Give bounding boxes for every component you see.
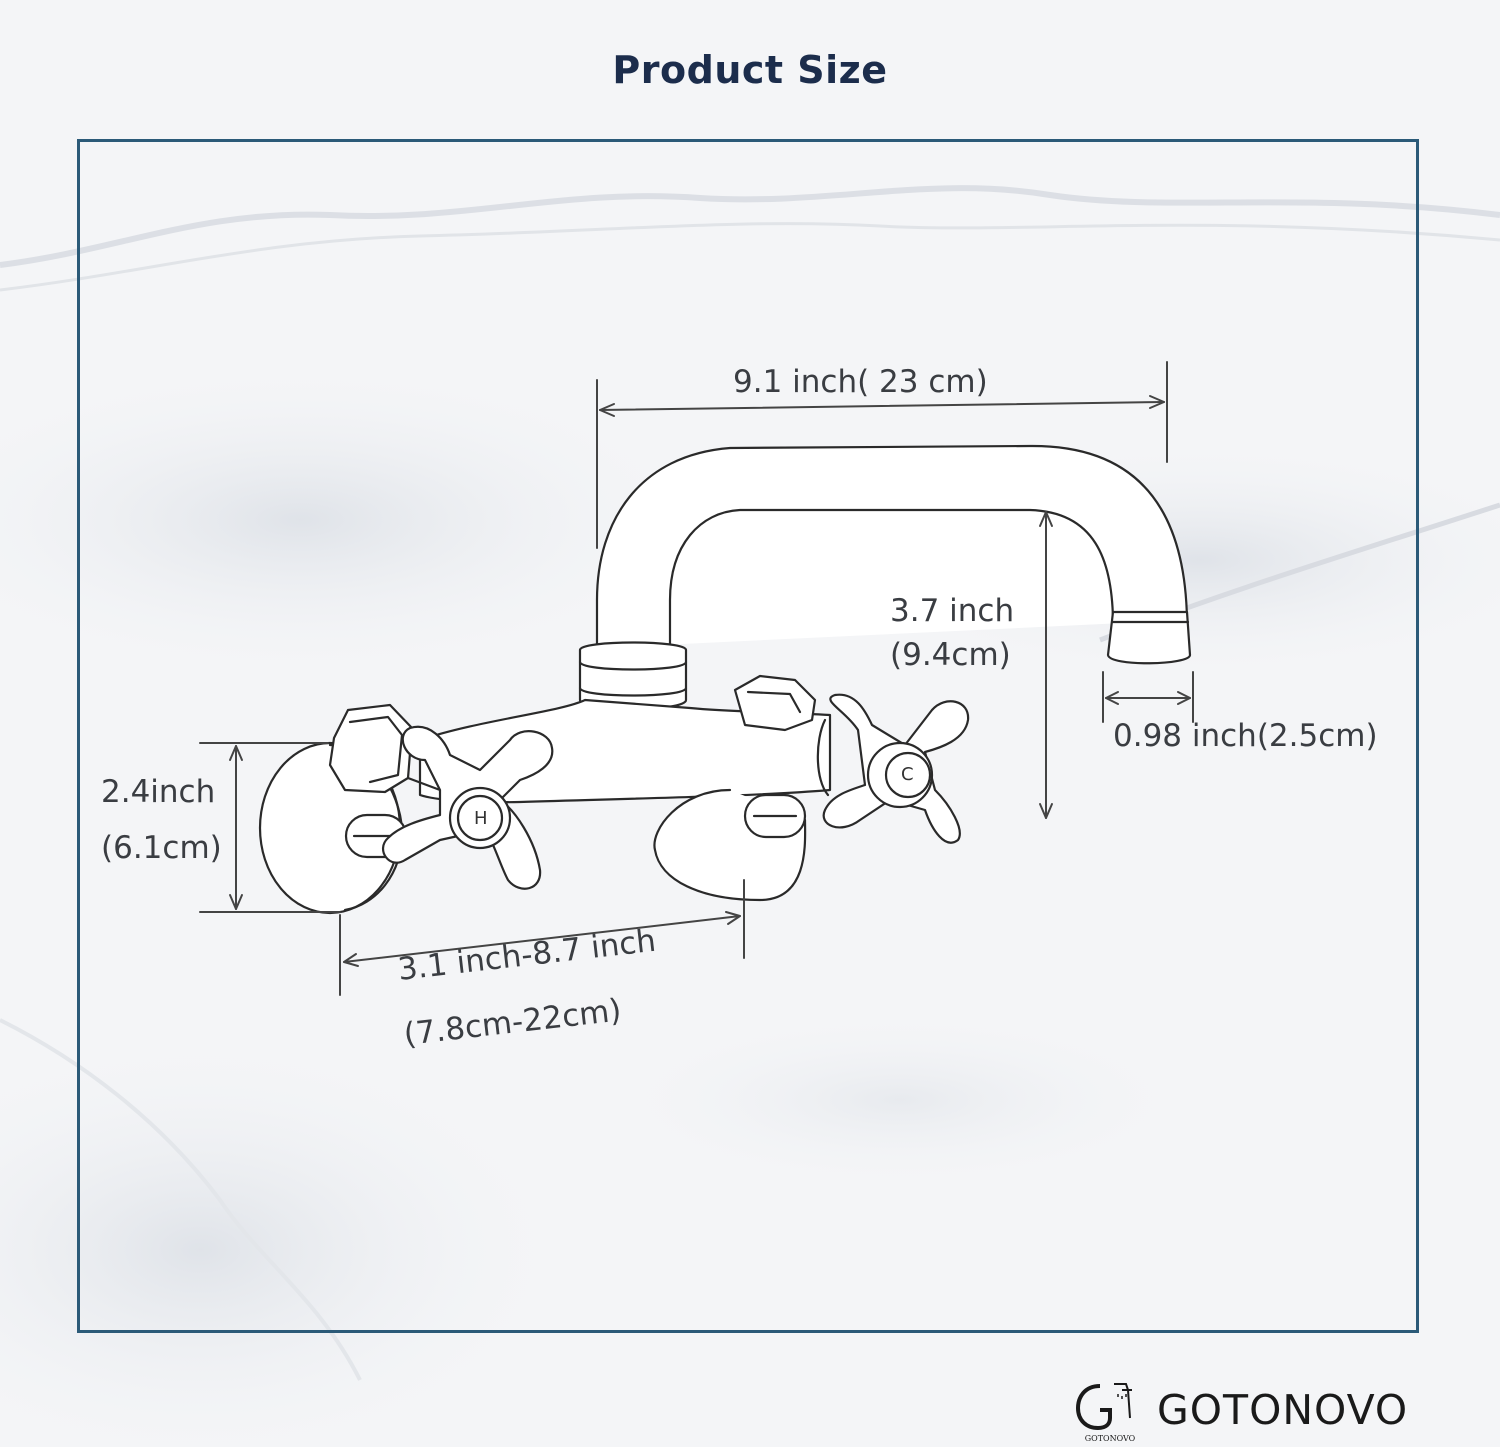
cold-handle <box>816 693 970 844</box>
hot-handle-label: H <box>474 808 488 829</box>
spout-height-label-in: 3.7 inch <box>890 593 1015 629</box>
right-flange <box>653 788 807 902</box>
faucet-g-logo-icon: GOTONOVO <box>1075 1383 1136 1443</box>
flange-height-label-in: 2.4inch <box>101 774 216 810</box>
dimension-flange-height <box>199 742 341 913</box>
cold-handle-label: C <box>901 764 914 785</box>
left-hex-nut <box>328 703 442 794</box>
right-hex-nut <box>733 674 817 732</box>
dimension-spout-diameter <box>1102 671 1194 723</box>
dimension-center-distance <box>339 879 745 996</box>
logo-text: GOTONOVO <box>1085 1434 1136 1443</box>
spout <box>595 444 1189 652</box>
aerator <box>1106 610 1192 665</box>
dimension-spout-height <box>1039 511 1053 819</box>
flange-height-label-cm: (6.1cm) <box>101 830 222 866</box>
spout-reach-label: 9.1 inch( 23 cm) <box>733 364 988 400</box>
diagram-frame <box>77 139 1419 1333</box>
spout-height-label-cm: (9.4cm) <box>890 637 1011 673</box>
spout-collar <box>578 641 688 711</box>
dimension-spout-reach <box>596 361 1168 549</box>
spout-diameter-label: 0.98 inch(2.5cm) <box>1113 718 1378 754</box>
brand-name: GOTONOVO <box>1157 1386 1409 1434</box>
hot-handle <box>381 725 554 890</box>
page-title: Product Size <box>612 48 888 92</box>
